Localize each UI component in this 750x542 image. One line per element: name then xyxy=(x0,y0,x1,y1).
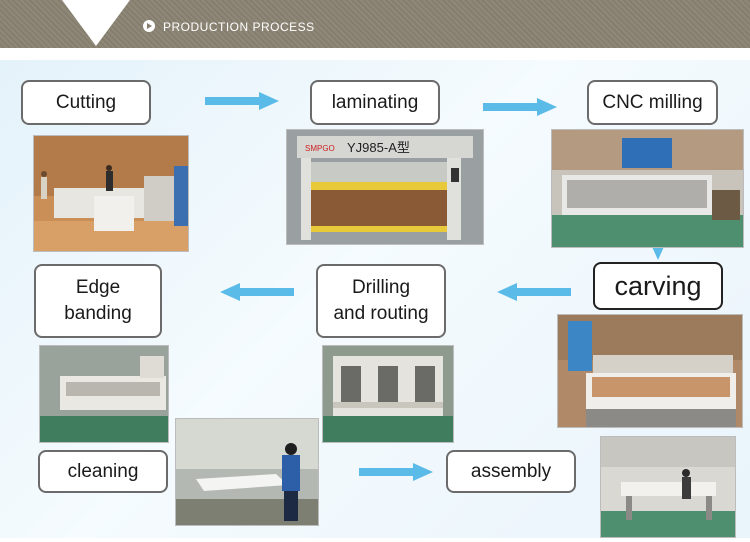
step-cnc-milling: CNC milling xyxy=(587,80,718,125)
step-edge-banding-label: Edge banding xyxy=(64,275,132,327)
cleaning-photo xyxy=(175,418,319,526)
step-assembly: assembly xyxy=(446,450,576,493)
cutting-photo xyxy=(33,135,189,252)
arrow-right-icon xyxy=(205,92,279,110)
step-carving: carving xyxy=(593,262,723,310)
step-drilling-routing-label: Drilling and routing xyxy=(333,275,428,327)
step-assembly-label: assembly xyxy=(470,460,552,482)
laminating-brand: SMPGO xyxy=(305,144,335,153)
step-edge-banding: Edge banding xyxy=(34,264,162,338)
step-cutting: Cutting xyxy=(21,80,151,125)
arrow-left-icon xyxy=(220,283,294,301)
step-edge-line2: banding xyxy=(64,303,132,324)
laminating-photo: SMPGO YJ985-A型 xyxy=(286,129,484,245)
arrow-right-icon xyxy=(483,98,557,116)
header-banner: PRODUCTION PROCESS xyxy=(0,0,750,48)
step-laminating: laminating xyxy=(310,80,440,125)
assembly-photo xyxy=(600,436,736,538)
step-drilling-line1: Drilling xyxy=(351,277,411,298)
step-laminating-label: laminating xyxy=(331,91,419,113)
step-drilling-line2: and routing xyxy=(333,303,429,324)
cnc-milling-photo xyxy=(551,129,744,248)
arrow-right-icon xyxy=(359,463,433,481)
step-drilling-routing: Drilling and routing xyxy=(316,264,446,338)
circle-arrow-icon xyxy=(143,20,155,32)
step-cutting-label: Cutting xyxy=(55,91,117,113)
header-notch xyxy=(62,0,130,46)
laminating-model: YJ985-A型 xyxy=(347,140,410,155)
arrow-left-icon xyxy=(497,283,571,301)
step-edge-line1: Edge xyxy=(75,277,121,298)
bottom-border xyxy=(0,538,750,542)
step-cleaning: cleaning xyxy=(38,450,168,493)
drilling-routing-photo xyxy=(322,345,454,443)
edge-banding-photo xyxy=(39,345,169,443)
page-title: PRODUCTION PROCESS xyxy=(163,20,315,34)
step-carving-label: carving xyxy=(614,271,702,301)
step-cleaning-label: cleaning xyxy=(67,460,139,482)
step-cnc-milling-label: CNC milling xyxy=(602,91,703,113)
carving-photo xyxy=(557,314,743,428)
